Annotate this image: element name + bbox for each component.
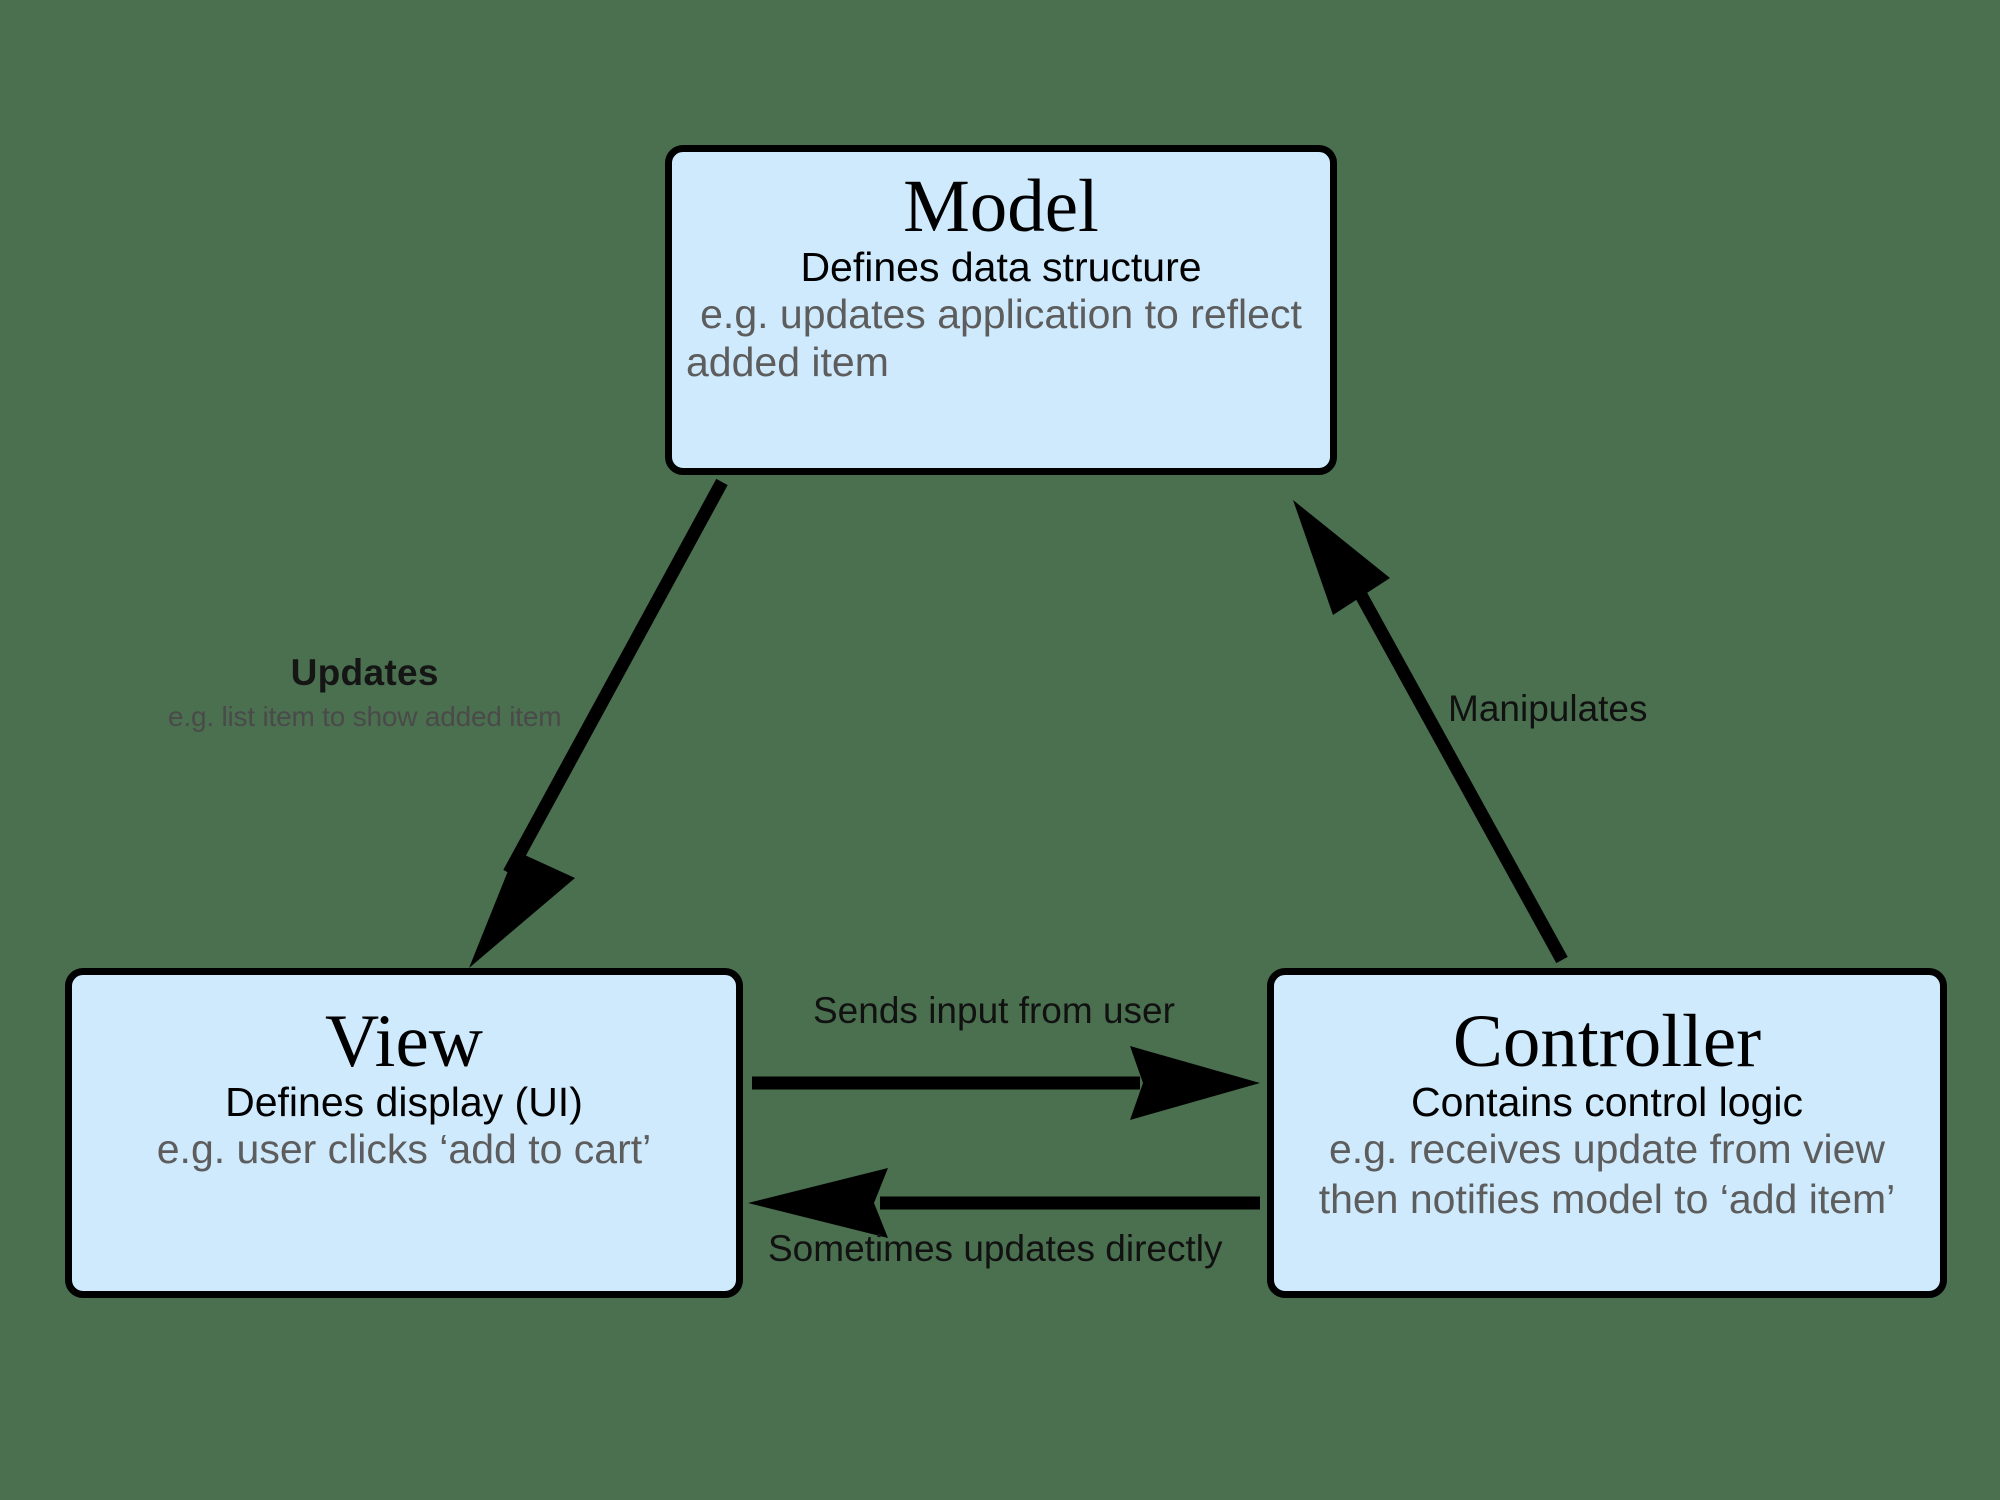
arrow-controller-to-view [748, 1168, 1260, 1238]
node-view[interactable]: View Defines display (UI) e.g. user clic… [65, 968, 743, 1298]
node-controller[interactable]: Controller Contains control logic e.g. r… [1267, 968, 1947, 1298]
edge-label-controller-to-model: Manipulates [1448, 688, 1648, 729]
node-model-example-line1: e.g. updates application to reflect [700, 290, 1302, 337]
node-view-example-line1: e.g. user clicks ‘add to cart’ [156, 1125, 652, 1172]
node-controller-example-line2: then notifies model to ‘add item’ [1318, 1175, 1896, 1222]
node-controller-subtitle: Contains control logic [1411, 1078, 1803, 1125]
node-controller-title: Controller [1452, 1000, 1762, 1083]
arrow-view-to-controller [752, 1046, 1260, 1120]
node-model-title: Model [903, 165, 1099, 248]
node-view-title: View [325, 1000, 483, 1083]
node-model[interactable]: Model Defines data structure e.g. update… [665, 145, 1337, 475]
node-view-subtitle: Defines display (UI) [225, 1078, 583, 1125]
arrow-model-to-view [469, 478, 728, 968]
node-model-subtitle: Defines data structure [800, 243, 1202, 290]
arrow-controller-to-model [1293, 500, 1568, 964]
edge-label-model-to-view: Updates e.g. list item to show added ite… [168, 652, 562, 733]
edge-label-controller-to-view: Sometimes updates directly [768, 1228, 1223, 1269]
edge-label-updates-subtext: e.g. list item to show added item [168, 701, 562, 732]
node-controller-example-line1: e.g. receives update from view [1328, 1125, 1886, 1172]
edge-label-view-to-controller: Sends input from user [813, 990, 1175, 1031]
node-model-example-line2: added item [686, 338, 889, 385]
edge-label-updates-text: Updates [290, 652, 439, 693]
